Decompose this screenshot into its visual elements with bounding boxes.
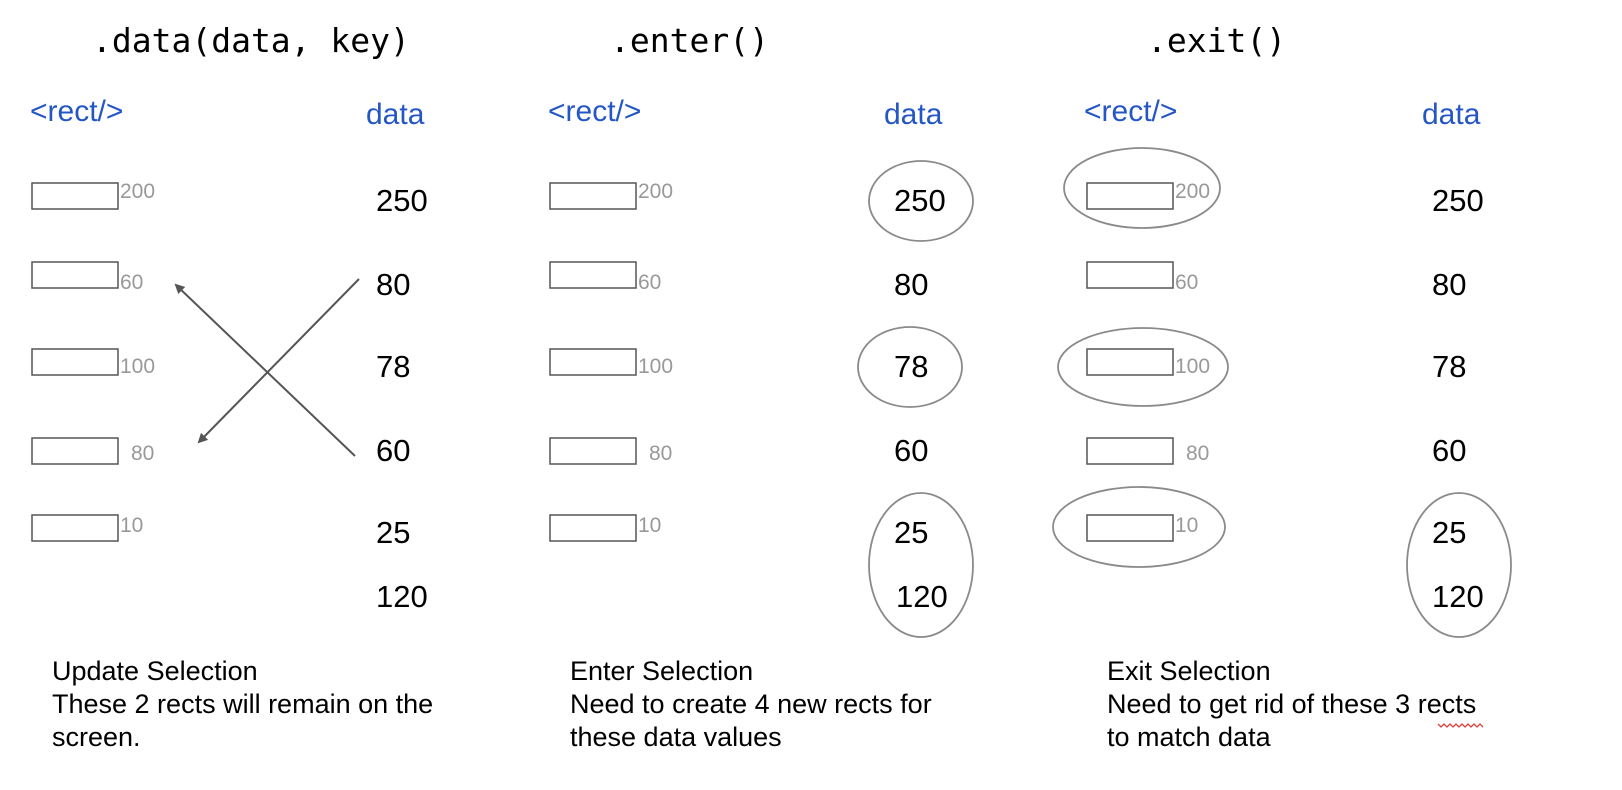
data-value: 80 <box>376 267 410 302</box>
rect-value-label: 10 <box>1175 514 1198 537</box>
rect-shape <box>549 437 637 465</box>
caption-line: these data values <box>570 722 782 752</box>
data-value: 120 <box>896 579 948 614</box>
match-arrow <box>197 278 360 444</box>
highlight-ellipse <box>1052 486 1226 568</box>
caption-enter: Enter Selection Need to create 4 new rec… <box>570 655 932 754</box>
rect-value-label: 100 <box>1175 355 1210 378</box>
rect-column-label: <rect/> <box>548 95 641 128</box>
rect-value-label: 80 <box>1186 442 1209 465</box>
caption-title: Enter Selection <box>570 656 754 686</box>
highlight-ellipse <box>1406 492 1512 638</box>
panel-heading: .exit() <box>1147 21 1286 60</box>
rect-value-label: 80 <box>649 442 672 465</box>
data-column-label: data <box>884 98 943 131</box>
caption-exit: Exit Selection Need to get rid of these … <box>1107 655 1476 754</box>
data-value: 250 <box>376 183 428 218</box>
rect-shape <box>1086 261 1174 289</box>
rect-column-label: <rect/> <box>1084 95 1177 128</box>
rect-shape <box>31 261 119 289</box>
panel-exit: .exit() <rect/> data 200 60 100 80 10 25… <box>1052 21 1512 728</box>
rect-value-label: 60 <box>120 271 143 294</box>
caption-line: Need to create 4 new rects for <box>570 689 932 719</box>
data-value: 25 <box>376 515 410 550</box>
data-value: 60 <box>1432 433 1466 468</box>
rect-shape <box>549 182 637 210</box>
rect-shape <box>31 514 119 542</box>
panel-enter: .enter() <rect/> data 200 60 100 80 10 2… <box>548 21 974 638</box>
rect-shape <box>549 261 637 289</box>
rect-shape <box>549 514 637 542</box>
data-value: 80 <box>894 267 928 302</box>
rect-value-label: 200 <box>120 180 155 203</box>
panel-heading: .data(data, key) <box>92 21 410 60</box>
match-arrow <box>174 283 356 457</box>
highlight-ellipse <box>868 492 974 638</box>
caption-update: Update Selection These 2 rects will rema… <box>52 655 433 754</box>
spellcheck-underline <box>1437 723 1484 728</box>
rect-shape <box>31 182 119 210</box>
caption-title: Update Selection <box>52 656 258 686</box>
rect-value-label: 60 <box>1175 271 1198 294</box>
caption-line: screen. <box>52 722 141 752</box>
highlight-ellipse <box>868 160 974 242</box>
data-value: 60 <box>376 433 410 468</box>
data-value: 120 <box>376 579 428 614</box>
data-value: 250 <box>1432 183 1484 218</box>
highlight-ellipse <box>1057 327 1229 407</box>
rect-column-label: <rect/> <box>30 95 123 128</box>
caption-title: Exit Selection <box>1107 656 1271 686</box>
rect-value-label: 60 <box>638 271 661 294</box>
rect-shape <box>1086 514 1174 542</box>
panel-update: .data(data, key) <rect/> data 200 60 100… <box>30 21 428 614</box>
highlight-ellipse <box>1063 147 1221 229</box>
highlight-ellipse <box>857 326 963 408</box>
data-value: 120 <box>1432 579 1484 614</box>
data-value: 25 <box>1432 515 1466 550</box>
data-column-label: data <box>366 98 425 131</box>
data-value: 78 <box>894 349 928 384</box>
rect-value-label: 100 <box>120 355 155 378</box>
rect-shape <box>31 437 119 465</box>
rect-value-label: 200 <box>638 180 673 203</box>
rect-value-label: 80 <box>131 442 154 465</box>
caption-line: Need to get rid of these 3 rects <box>1107 689 1477 719</box>
data-value: 80 <box>1432 267 1466 302</box>
rect-value-label: 100 <box>638 355 673 378</box>
data-value: 25 <box>894 515 928 550</box>
rect-shape <box>1086 182 1174 210</box>
rect-value-label: 200 <box>1175 180 1210 203</box>
rect-shape <box>549 348 637 376</box>
data-value: 78 <box>376 349 410 384</box>
data-column-label: data <box>1422 98 1481 131</box>
rect-shape <box>1086 437 1174 465</box>
rect-shape <box>1086 348 1174 376</box>
data-value: 60 <box>894 433 928 468</box>
data-value: 78 <box>1432 349 1466 384</box>
rect-shape <box>31 348 119 376</box>
caption-line: to match data <box>1107 722 1271 752</box>
rect-value-label: 10 <box>638 514 661 537</box>
data-value: 250 <box>894 183 946 218</box>
caption-line: These 2 rects will remain on the <box>52 689 434 719</box>
panel-heading: .enter() <box>610 21 769 60</box>
rect-value-label: 10 <box>120 514 143 537</box>
